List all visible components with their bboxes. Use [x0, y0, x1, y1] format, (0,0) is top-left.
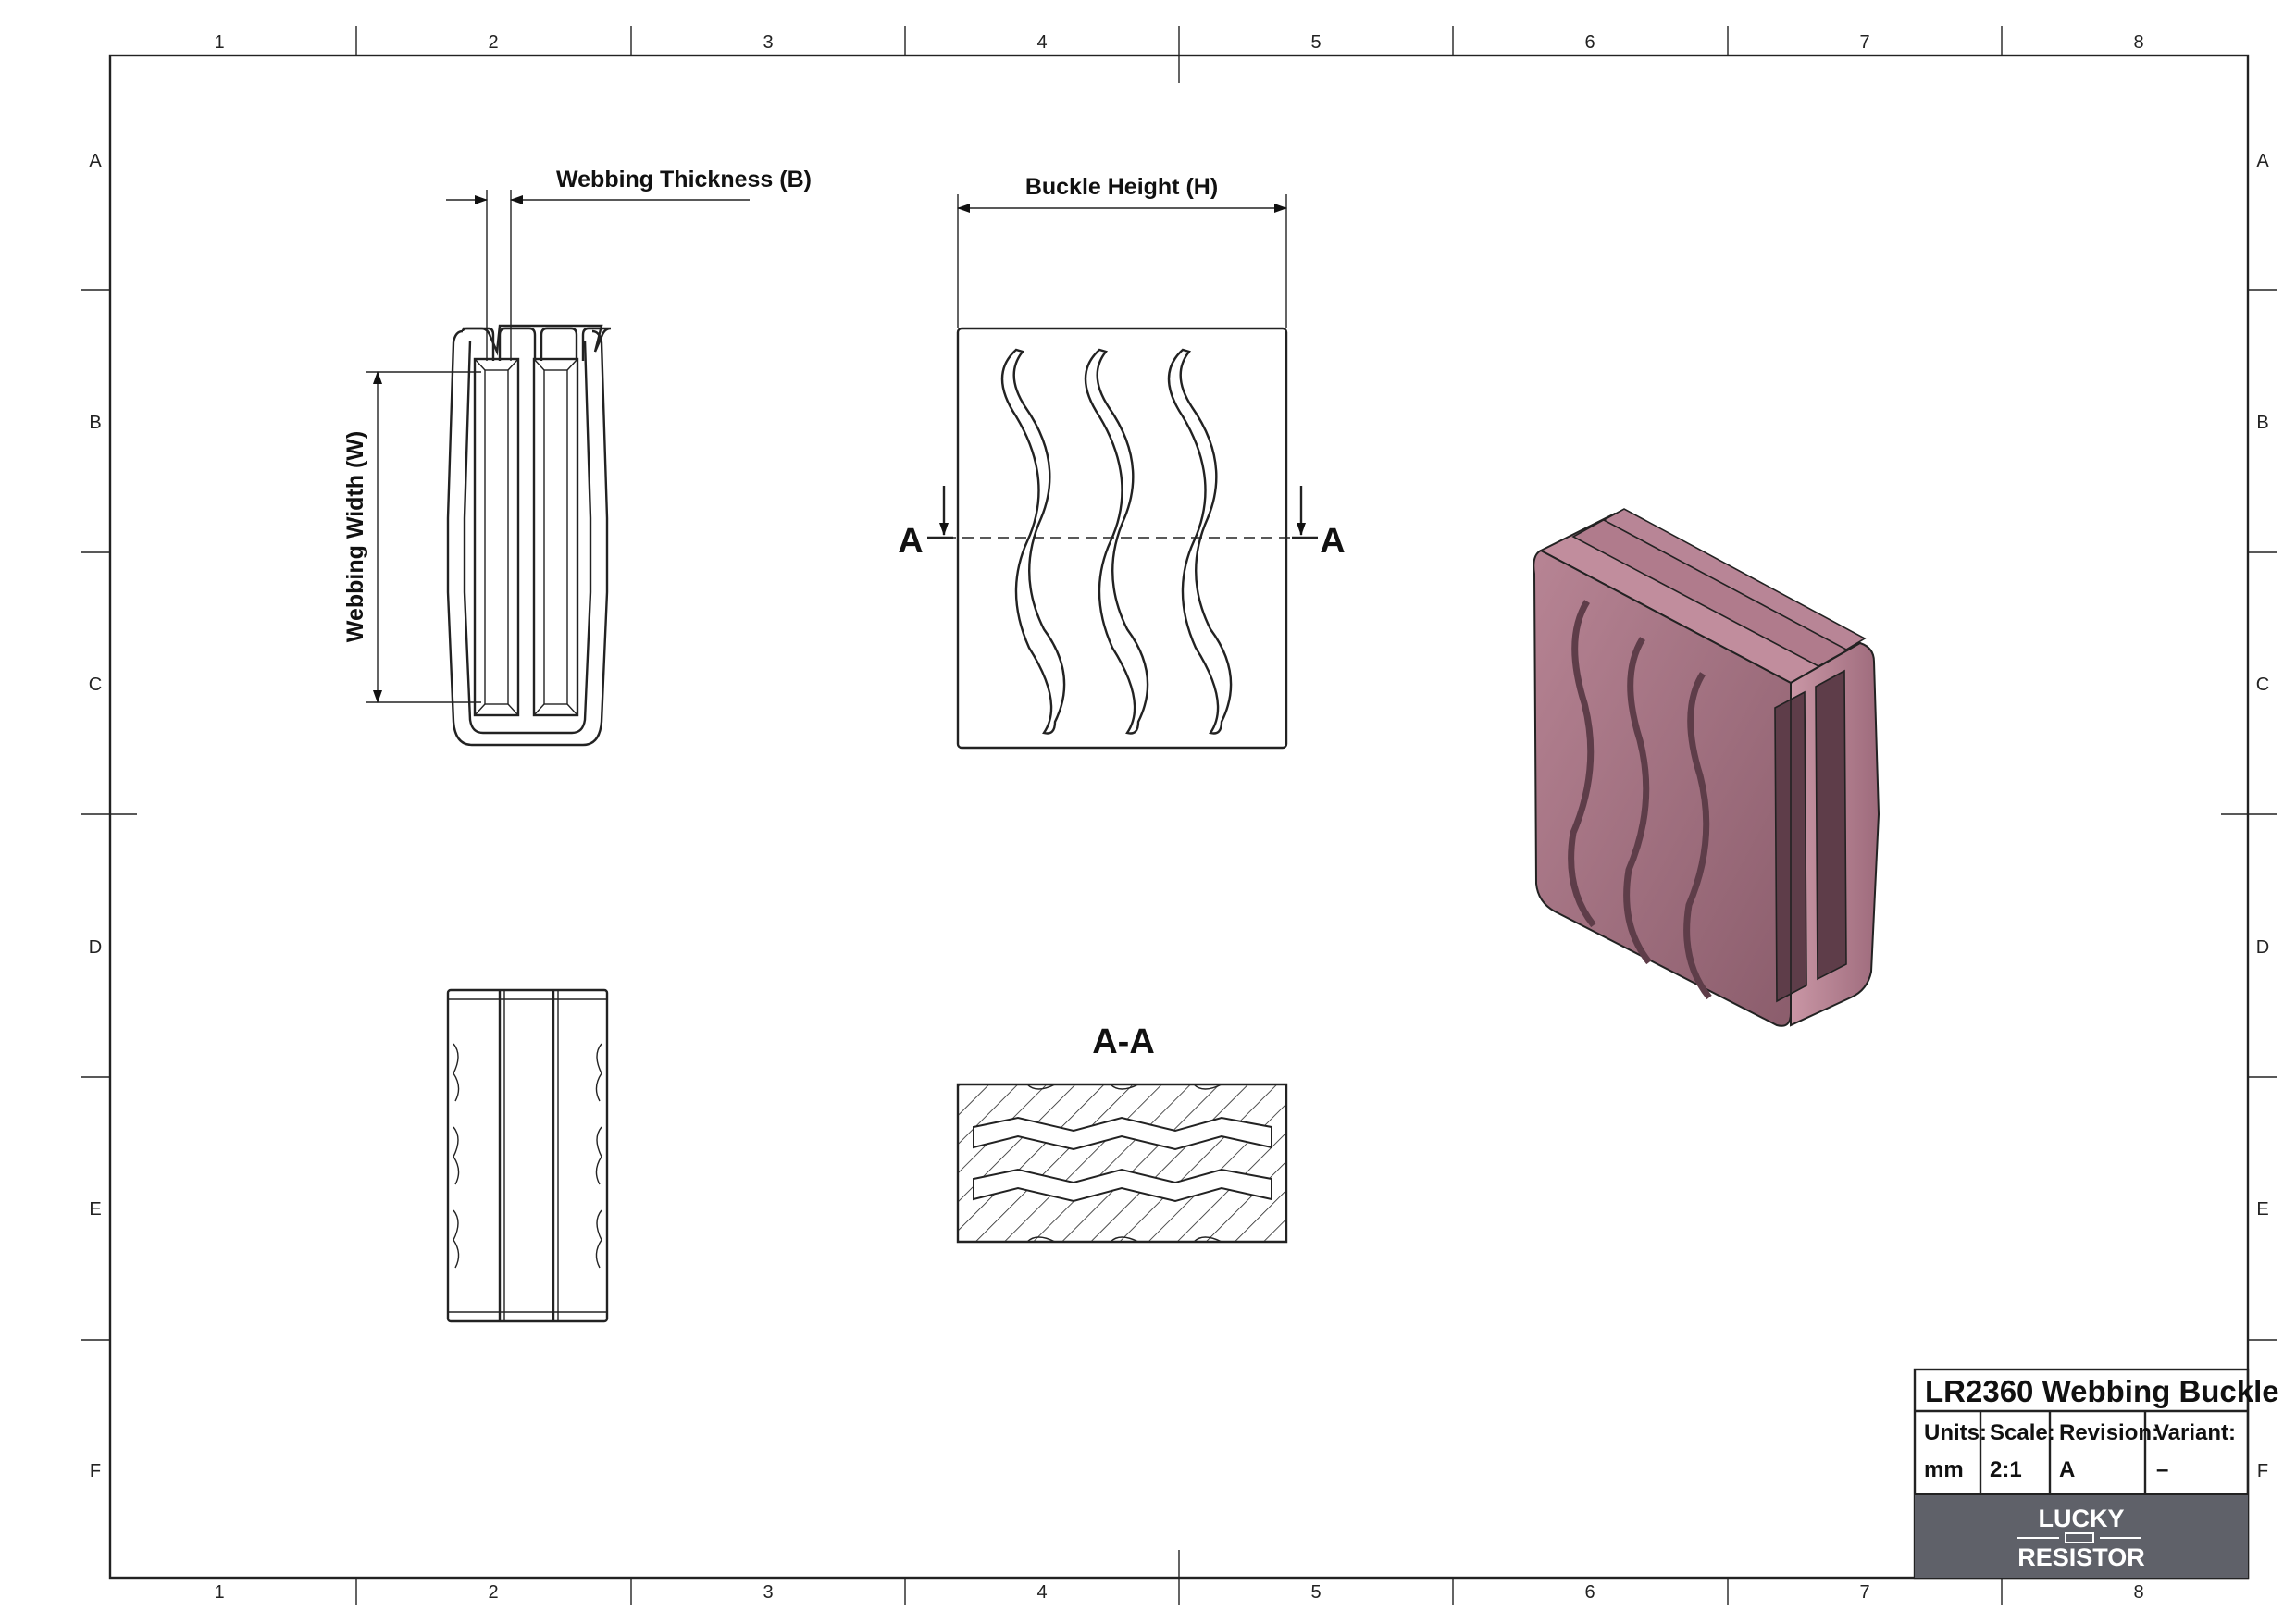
variant-value: – [2156, 1457, 2168, 1482]
isometric-view [1533, 508, 1880, 1027]
row-label: D [2256, 937, 2269, 958]
column-labels-top: 1 2 3 4 5 6 7 8 [214, 32, 2143, 53]
revision-value: A [2059, 1457, 2075, 1482]
row-label: D [89, 937, 102, 958]
section-view-label: A-A [1092, 1022, 1155, 1061]
column-label: 4 [1036, 1582, 1047, 1603]
column-label: 2 [488, 32, 498, 53]
row-label: C [2256, 675, 2269, 695]
variant-label: Variant: [2154, 1420, 2236, 1445]
row-label: F [90, 1461, 101, 1481]
column-label: 5 [1310, 1582, 1321, 1603]
column-label: 3 [763, 32, 773, 53]
logo-line-2: RESISTOR [2017, 1543, 2145, 1571]
units-value: mm [1924, 1457, 1964, 1482]
column-label: 1 [214, 32, 224, 53]
row-label: B [89, 413, 101, 433]
row-label: F [2257, 1461, 2268, 1481]
row-label: A [89, 151, 102, 171]
section-view-a-a [956, 1083, 1288, 1244]
column-label: 6 [1584, 32, 1595, 53]
column-label: 5 [1310, 32, 1321, 53]
column-label: 6 [1584, 1582, 1595, 1603]
title-block-title: LR2360 Webbing Buckle [1925, 1374, 2279, 1408]
revision-label: Revision: [2059, 1420, 2159, 1445]
column-label: 4 [1036, 32, 1047, 53]
units-label: Units: [1924, 1420, 1987, 1445]
column-label: 8 [2133, 32, 2143, 53]
column-label: 7 [1859, 1582, 1869, 1603]
side-view [366, 190, 750, 747]
logo-block [1915, 1495, 2248, 1578]
title-block [1913, 1368, 2250, 1580]
column-label: 2 [488, 1582, 498, 1603]
column-label: 8 [2133, 1582, 2143, 1603]
row-label: C [89, 675, 102, 695]
section-body [956, 1083, 1288, 1244]
scale-value: 2:1 [1990, 1457, 2022, 1482]
section-marker-right: A [1320, 522, 1345, 561]
row-label: B [2256, 413, 2268, 433]
dim-webbing-thickness: Webbing Thickness (B) [556, 167, 812, 192]
column-labels-bottom: 1 2 3 4 5 6 7 8 [214, 1582, 2143, 1603]
logo-line-1: LUCKY [2039, 1505, 2125, 1532]
column-label: 1 [214, 1582, 224, 1603]
row-label: A [2256, 151, 2269, 171]
row-labels-left: A B C D E F [89, 151, 103, 1481]
dim-webbing-width: Webbing Width (W) [342, 431, 368, 642]
front-view [927, 194, 1318, 750]
row-label: E [89, 1199, 101, 1220]
row-label: E [2256, 1199, 2268, 1220]
dim-buckle-height: Buckle Height (H) [1025, 174, 1218, 200]
bottom-view [446, 988, 609, 1323]
sheet-border [81, 26, 2277, 1605]
scale-label: Scale: [1990, 1420, 2055, 1445]
column-label: 7 [1859, 32, 1869, 53]
column-label: 3 [763, 1582, 773, 1603]
row-labels-right: A B C D E F [2256, 151, 2270, 1481]
section-marker-left: A [898, 522, 923, 561]
